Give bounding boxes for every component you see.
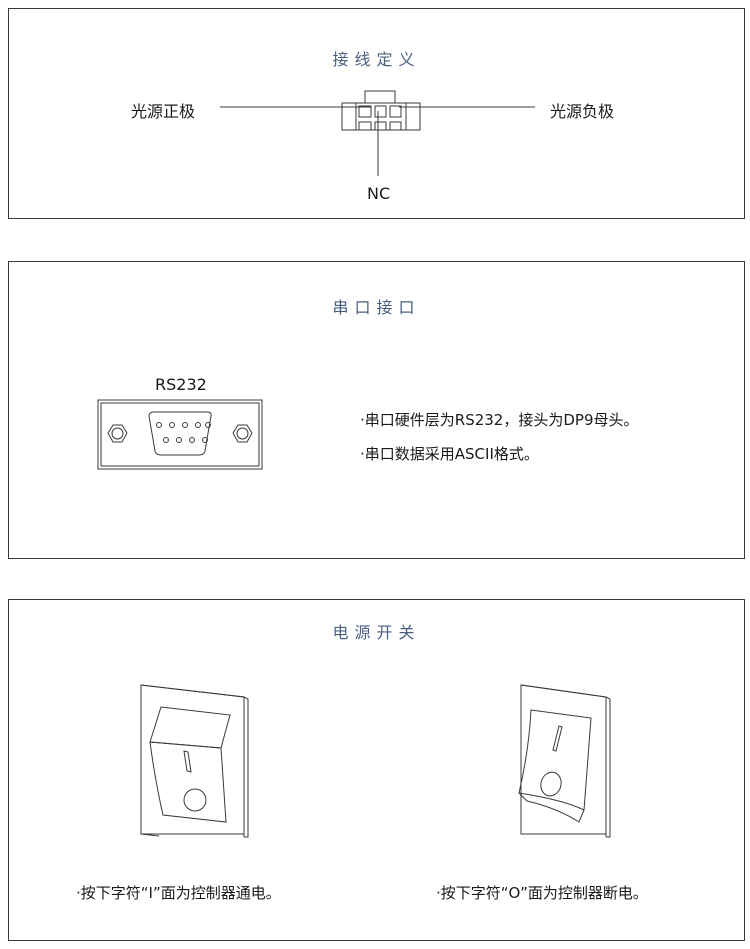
power-off-caption: ·按下字符“O”面为控制器断电。	[436, 884, 648, 902]
rs232-label: RS232	[155, 375, 207, 394]
connector-diagram	[220, 90, 535, 176]
db9-connector-icon	[97, 399, 263, 470]
wiring-section: 接线定义 光源正极 光源负极 NC	[8, 8, 745, 219]
on-mark-i	[183, 750, 192, 773]
nc-label: NC	[367, 184, 391, 203]
connector-latch	[364, 90, 396, 104]
right-nut	[232, 424, 253, 443]
switch-off-icon	[518, 684, 611, 838]
switch-on-icon	[140, 684, 249, 838]
rocker-face	[149, 741, 227, 823]
serial-bullet-1: ·串口硬件层为RS232，接头为DP9母头。	[360, 411, 639, 429]
d-shell	[148, 411, 212, 456]
power-title: 电源开关	[332, 623, 421, 642]
off-mark-i	[552, 725, 563, 752]
wiring-title: 接线定义	[332, 50, 421, 69]
negative-label: 光源负极	[550, 102, 615, 121]
power-on-caption: ·按下字符“I”面为控制器通电。	[76, 884, 281, 902]
power-section: 电源开关	[8, 599, 745, 941]
serial-bullet-2: ·串口数据采用ASCII格式。	[360, 445, 539, 463]
on-mark-o	[183, 788, 207, 812]
db9-plate	[97, 399, 263, 470]
serial-title: 串口接口	[332, 298, 421, 317]
positive-label: 光源正极	[131, 102, 196, 121]
off-mark-o	[540, 771, 562, 797]
left-nut	[107, 424, 128, 443]
rocker-bottom	[518, 792, 585, 823]
serial-section: 串口接口 RS232 ·串口硬件层为RS232，接头为DP9母头。 ·串口数据采…	[8, 261, 745, 559]
